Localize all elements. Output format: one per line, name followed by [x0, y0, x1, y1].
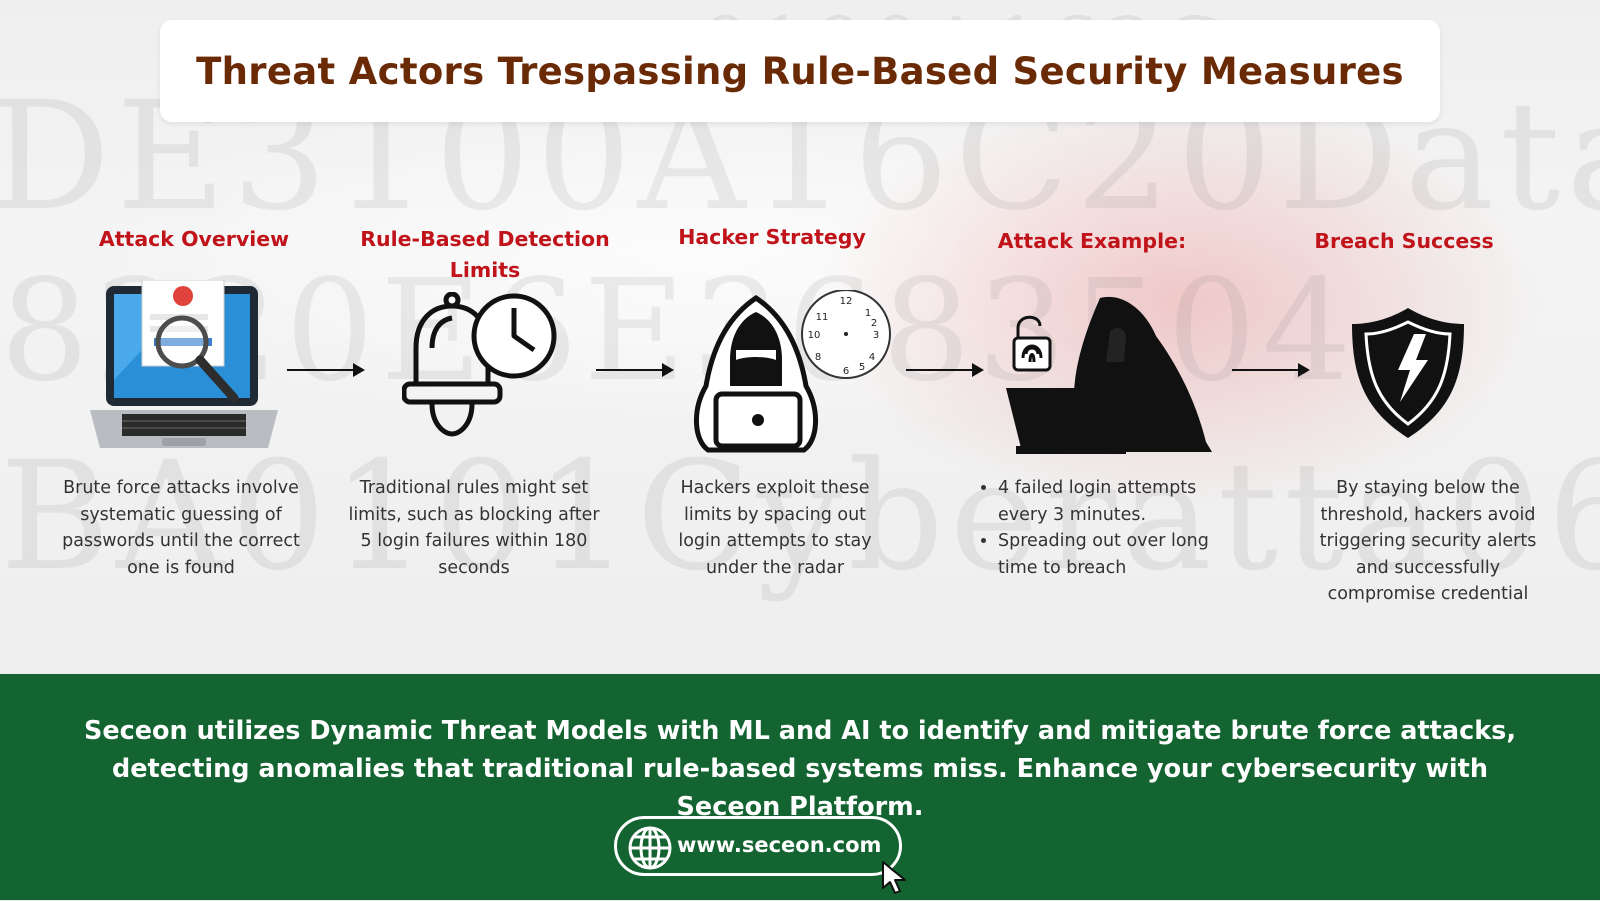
background-code-pattern: BA0101Cyberatta06E610 [0, 430, 1600, 604]
step-3-heading: Hacker Strategy [678, 225, 866, 249]
step-2-description: Traditional rules might set limits, such… [348, 478, 600, 578]
bullet-list: 4 failed login attempts every 3 minutes.… [976, 475, 1226, 581]
flow-arrow-icon [1232, 363, 1310, 377]
svg-text:5: 5 [859, 362, 865, 373]
step-4-heading: Attack Example: [997, 229, 1187, 253]
globe-icon [625, 823, 675, 878]
svg-text:12: 12 [840, 296, 853, 307]
svg-text:10: 10 [808, 330, 821, 341]
step-5-description: By staying below the threshold, hackers … [1319, 478, 1537, 604]
svg-text:1: 1 [865, 308, 871, 319]
flow-arrow-icon [906, 363, 984, 377]
footer-banner: Seceon utilizes Dynamic Threat Models wi… [0, 674, 1600, 900]
step-1-heading: Attack Overview [98, 227, 290, 251]
list-item: 4 failed login attempts every 3 minutes. [998, 475, 1226, 528]
list-item: Spreading out over long time to breach [998, 528, 1226, 581]
mouse-cursor-icon [880, 860, 910, 901]
step-2-heading: Rule-Based Detection Limits [360, 227, 610, 282]
footer-message: Seceon utilizes Dynamic Threat Models wi… [83, 716, 1517, 822]
step-4-bullets: 4 failed login attempts every 3 minutes.… [976, 475, 1226, 581]
bell-clock-icon [401, 291, 572, 453]
svg-text:6: 6 [843, 366, 849, 377]
step-3-description: Hackers exploit these limits by spacing … [678, 478, 872, 578]
flow-arrow-icon [596, 363, 674, 377]
page-title: Threat Actors Trespassing Rule-Based Sec… [196, 49, 1404, 93]
website-url: www.seceon.com [677, 833, 882, 857]
flow-arrow-icon [287, 363, 365, 377]
svg-text:2: 2 [871, 318, 877, 329]
svg-text:11: 11 [816, 312, 829, 323]
step-1-description: Brute force attacks involve systematic g… [62, 478, 300, 578]
broken-shield-icon [1348, 306, 1468, 445]
title-card: Threat Actors Trespassing Rule-Based Sec… [160, 20, 1440, 122]
svg-text:8: 8 [815, 352, 821, 363]
svg-text:3: 3 [873, 330, 879, 341]
svg-text:4: 4 [869, 352, 875, 363]
step-5-heading: Breach Success [1314, 229, 1494, 253]
hacker-laptop-padlock-icon [1006, 292, 1216, 467]
laptop-login-magnifier-icon [84, 279, 284, 463]
website-link-button[interactable]: www.seceon.com [614, 816, 902, 876]
